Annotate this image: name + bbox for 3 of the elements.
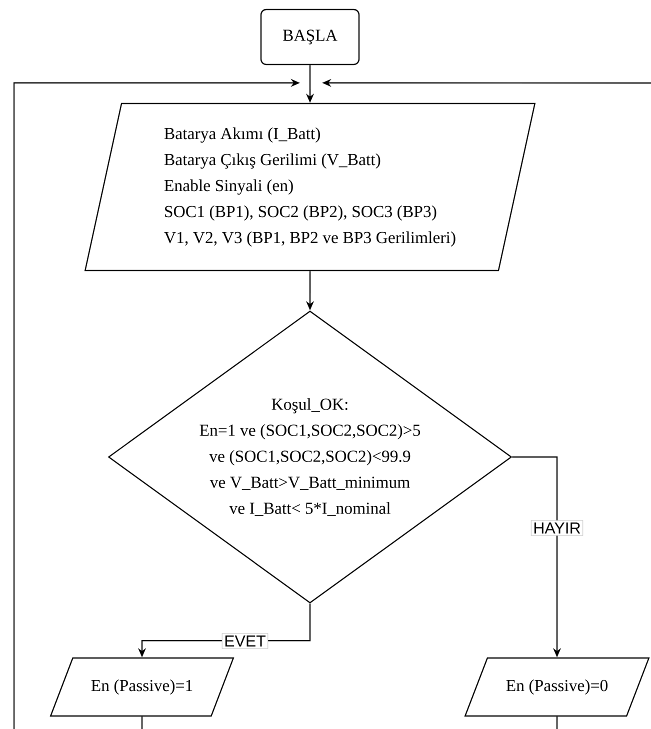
edge-label: HAYIR [530,520,584,536]
start-box: BAŞLA [260,8,360,66]
edge-label: EVET [222,633,268,649]
